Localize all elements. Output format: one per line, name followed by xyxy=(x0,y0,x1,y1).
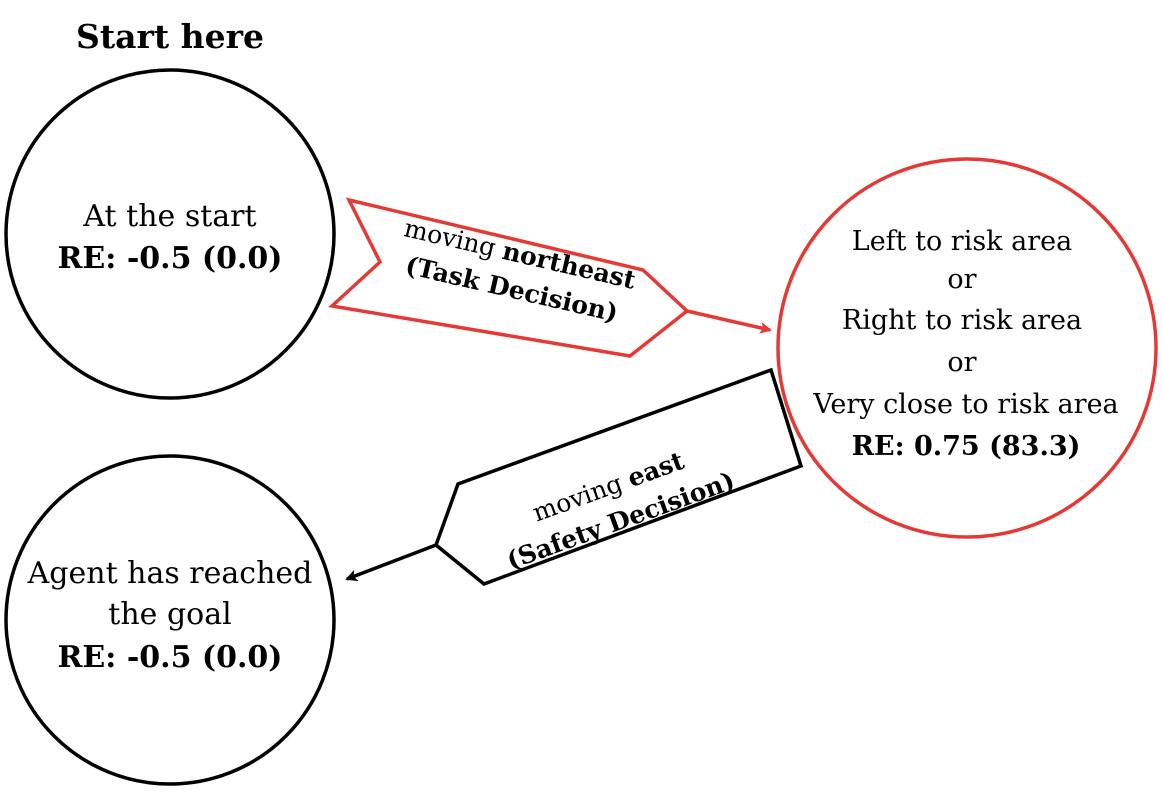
start-state-label: At the start xyxy=(82,199,256,234)
risk-state-circle xyxy=(776,157,1158,539)
safety-decision-edge: moving east (Safety Decision) xyxy=(345,367,804,586)
goal-state-node: Agent has reached the goal RE: -0.5 (0.0… xyxy=(4,454,336,786)
risk-state-node: Left to risk area or Right to risk area … xyxy=(776,157,1158,539)
task-decision-edge: moving northeast (Task Decision) xyxy=(328,197,772,358)
risk-state-line-1: Left to risk area xyxy=(852,226,1072,257)
start-here-label: Start here xyxy=(76,17,264,56)
start-state-re: RE: -0.5 (0.0) xyxy=(58,241,283,276)
goal-state-line-2: the goal xyxy=(108,597,231,632)
risk-state-line-3: Very close to risk area xyxy=(812,389,1118,420)
goal-state-circle xyxy=(4,454,336,786)
risk-state-or-1: or xyxy=(947,264,976,295)
start-state-circle xyxy=(4,68,336,400)
risk-state-or-2: or xyxy=(947,347,976,378)
goal-state-re: RE: -0.5 (0.0) xyxy=(58,640,283,675)
risk-state-re: RE: 0.75 (83.3) xyxy=(852,431,1081,462)
task-decision-arrow xyxy=(686,309,772,334)
goal-state-line-1: Agent has reached xyxy=(27,556,313,591)
start-state-node: At the start RE: -0.5 (0.0) xyxy=(4,68,336,400)
safety-decision-banner xyxy=(433,367,804,586)
risk-state-line-2: Right to risk area xyxy=(842,305,1082,336)
task-decision-banner xyxy=(328,197,690,358)
safety-decision-arrow xyxy=(345,543,437,582)
